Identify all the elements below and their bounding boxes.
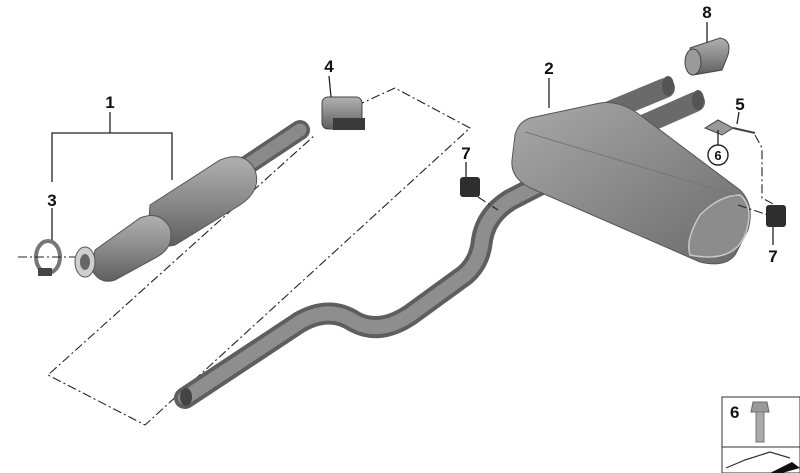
callout-6-circled: 6 <box>714 148 721 163</box>
callout-3: 3 <box>47 191 56 210</box>
seal-ring-part-3 <box>18 239 75 276</box>
bracket-part-5 <box>703 119 776 206</box>
callout-8: 8 <box>702 3 711 22</box>
rubber-mount-right <box>737 204 786 227</box>
front-pipe <box>174 171 556 409</box>
tailpipe-trim-part-8 <box>684 37 730 76</box>
clamp-part-4 <box>321 96 365 130</box>
bolt-icon <box>750 401 770 443</box>
callout-4: 4 <box>324 57 334 76</box>
legend-box-label: 6 <box>730 403 739 422</box>
callout-5: 5 <box>735 95 744 114</box>
catalytic-converter <box>74 120 310 282</box>
legend-box: 6 <box>721 396 800 473</box>
arrow-icon <box>725 451 800 473</box>
leader-lines <box>51 22 774 245</box>
callout-6-circle <box>707 144 729 166</box>
callout-2: 2 <box>544 59 553 78</box>
rear-muffler <box>511 102 751 265</box>
rubber-mount-left <box>460 177 499 211</box>
callout-1: 1 <box>105 93 114 112</box>
callout-7-right: 7 <box>768 247 777 266</box>
assembly-outline <box>47 87 471 426</box>
callout-7-left: 7 <box>461 144 470 163</box>
